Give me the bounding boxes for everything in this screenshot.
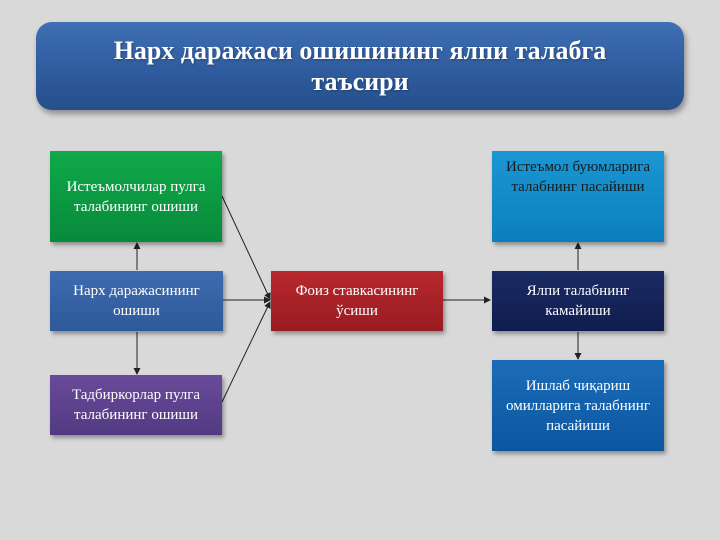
box-entrepreneurs-money-demand: Тадбиркорлар пулга талабининг ошиши [50,375,222,435]
box-interest-rate-rise: Фоиз ставкасининг ўсиши [271,271,443,331]
box-production-factors-demand-fall: Ишлаб чиқариш омилларига талабнинг пасай… [492,360,664,451]
box-consumers-money-demand: Истеъмолчилар пулга талабининг ошиши [50,151,222,242]
box-aggregate-demand-fall-label: Ялпи талабнинг камайиши [526,283,630,319]
box-consumer-goods-demand-fall: Истеъмол буюмларига талабнинг пасайиши [492,151,664,242]
box-consumers-money-demand-label: Истеъмолчилар пулга талабининг ошиши [66,178,206,215]
box-consumer-goods-demand-fall-label: Истеъмол буюмларига талабнинг пасайиши [505,159,651,195]
diagram-title: Нарх даражаси ошишининг ялпи талабга таъ… [113,36,607,96]
box-production-factors-demand-fall-label: Ишлаб чиқариш омилларига талабнинг пасай… [506,377,650,434]
title-banner: Нарх даражаси ошишининг ялпи талабга таъ… [36,22,684,110]
arrow-consumers-to-interest [221,195,271,300]
box-aggregate-demand-fall: Ялпи талабнинг камайиши [492,271,664,331]
arrow-entrepreneurs-to-interest [221,301,271,403]
box-entrepreneurs-money-demand-label: Тадбиркорлар пулга талабининг ошиши [71,387,201,423]
box-interest-rate-rise-label: Фоиз ставкасининг ўсиши [295,283,419,319]
box-price-level-rise: Нарх даражасининг ошиши [50,271,223,331]
box-price-level-rise-label: Нарх даражасининг ошиши [73,283,200,319]
